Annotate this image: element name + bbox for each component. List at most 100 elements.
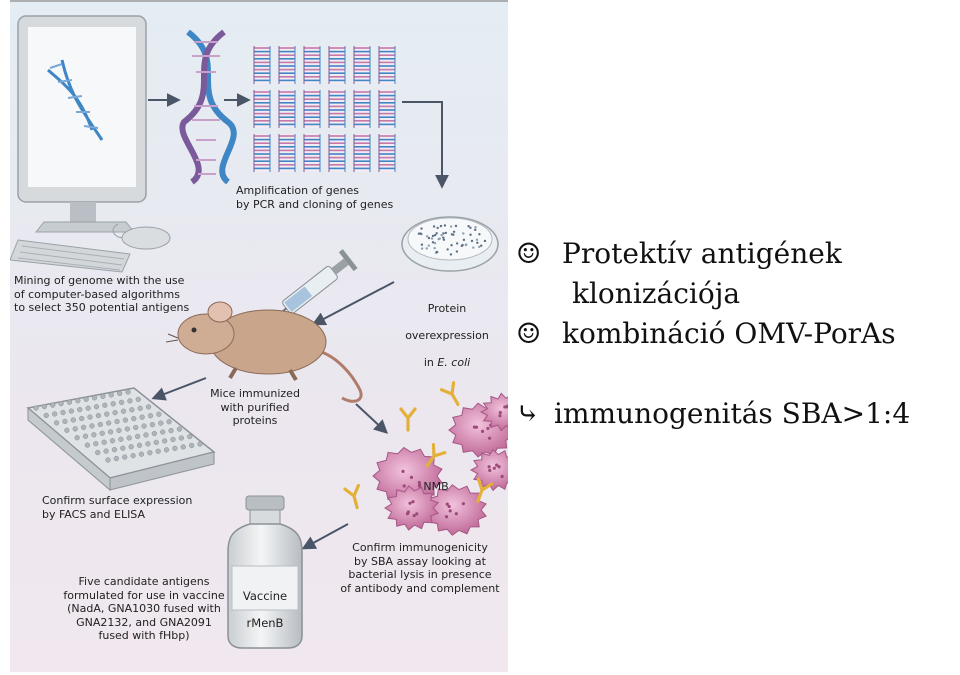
plate-well — [114, 456, 119, 461]
bullet-3-line1: immunogenitás SBA>1:4 — [554, 397, 910, 430]
gene-copy — [254, 134, 270, 172]
plate-well — [198, 442, 203, 447]
label-protein-in: in — [424, 356, 438, 369]
plate-well — [108, 429, 113, 434]
plate-well — [126, 390, 131, 395]
gene-copy — [304, 46, 320, 84]
plate-well — [95, 450, 100, 455]
plate-well — [118, 437, 123, 442]
label-mining: Mining of genome with the use of compute… — [14, 274, 214, 315]
plate-well — [181, 445, 186, 450]
plate-well — [154, 440, 159, 445]
bullet-1: ☺Protektív antigének — [516, 238, 842, 270]
plate-well — [129, 444, 134, 449]
plate-well — [59, 401, 64, 406]
gene-copy — [254, 46, 270, 84]
gene-copy — [254, 90, 270, 128]
label-protein-overexpression: Protein overexpression in E. coli — [392, 288, 502, 369]
plate-well — [131, 453, 136, 458]
plate-well — [129, 407, 134, 412]
plate-well — [69, 409, 74, 414]
bullet-2: ☺kombináció OMV-PorAs — [516, 318, 896, 350]
plate-well — [83, 434, 88, 439]
plate-well — [64, 428, 69, 433]
plate-well — [109, 393, 114, 398]
plate-well — [98, 422, 103, 427]
plate-well — [81, 425, 86, 430]
plate-well — [110, 438, 115, 443]
plate-well — [125, 427, 130, 432]
gene-copy — [329, 134, 345, 172]
plate-well — [88, 415, 93, 420]
plate-well — [160, 430, 165, 435]
label-protein-line2: overexpression — [405, 329, 489, 342]
gene-copy — [329, 90, 345, 128]
plate-well — [101, 394, 106, 399]
bullet-2-line1: kombináció OMV-PorAs — [562, 317, 896, 350]
plate-well — [111, 401, 116, 406]
label-vial-line1: Vaccine — [243, 589, 287, 603]
plate-well — [156, 412, 161, 417]
plate-well — [123, 418, 128, 423]
gene-copy — [379, 46, 395, 84]
gene-copy — [304, 90, 320, 128]
plate-well — [150, 422, 155, 427]
plate-well — [167, 419, 172, 424]
plate-well — [137, 443, 142, 448]
label-mice-immunized: Mice immunized with purified proteins — [200, 387, 310, 428]
plate-well — [52, 412, 57, 417]
gene-copy — [379, 134, 395, 172]
bullet-1-line2: klonizációja — [572, 277, 740, 310]
plate-well — [177, 427, 182, 432]
plate-well — [67, 400, 72, 405]
label-confirm-surface: Confirm surface expression by FACS and E… — [42, 494, 222, 521]
plate-well — [152, 431, 157, 436]
plate-well — [93, 441, 98, 446]
plate-well — [61, 410, 66, 415]
gene-copy — [354, 134, 370, 172]
plate-well — [106, 458, 111, 463]
plate-well — [100, 431, 105, 436]
plate-well — [73, 426, 78, 431]
plate-well — [135, 434, 140, 439]
label-vial-line2: rMenB — [247, 616, 284, 630]
plate-well — [86, 406, 91, 411]
plate-well — [75, 398, 80, 403]
plate-well — [34, 406, 39, 411]
plate-well — [127, 435, 132, 440]
plate-well — [158, 421, 163, 426]
plate-well — [102, 440, 107, 445]
plate-well — [77, 407, 82, 412]
plate-well — [119, 400, 124, 405]
bullet-1-continuation: klonizációja — [572, 278, 740, 310]
plate-well — [179, 436, 184, 441]
gene-copy — [354, 90, 370, 128]
plate-well — [102, 403, 107, 408]
label-amplification: Amplification of genes by PCR and clonin… — [236, 184, 436, 211]
plate-well — [120, 446, 125, 451]
plate-well — [187, 434, 192, 439]
label-protein-ecoli: E. coli — [437, 356, 470, 369]
plate-well — [131, 416, 136, 421]
plate-well — [140, 415, 145, 420]
plate-well — [147, 450, 152, 455]
plate-well — [92, 395, 97, 400]
petri-dish-icon — [402, 217, 498, 271]
plate-well — [142, 424, 147, 429]
plate-well — [96, 413, 101, 418]
plate-well — [75, 435, 80, 440]
gene-copy — [279, 46, 295, 84]
plate-well — [164, 447, 169, 452]
plate-well — [71, 418, 76, 423]
plate-well — [128, 398, 133, 403]
gene-copy — [379, 90, 395, 128]
plate-well — [122, 455, 127, 460]
smiley-icon: ☺ — [516, 318, 562, 350]
plate-well — [156, 449, 161, 454]
gene-copy — [354, 46, 370, 84]
plate-well — [148, 413, 153, 418]
plate-well — [117, 391, 122, 396]
label-nmb: NMB — [416, 480, 456, 494]
plate-well — [162, 439, 167, 444]
plate-well — [112, 447, 117, 452]
